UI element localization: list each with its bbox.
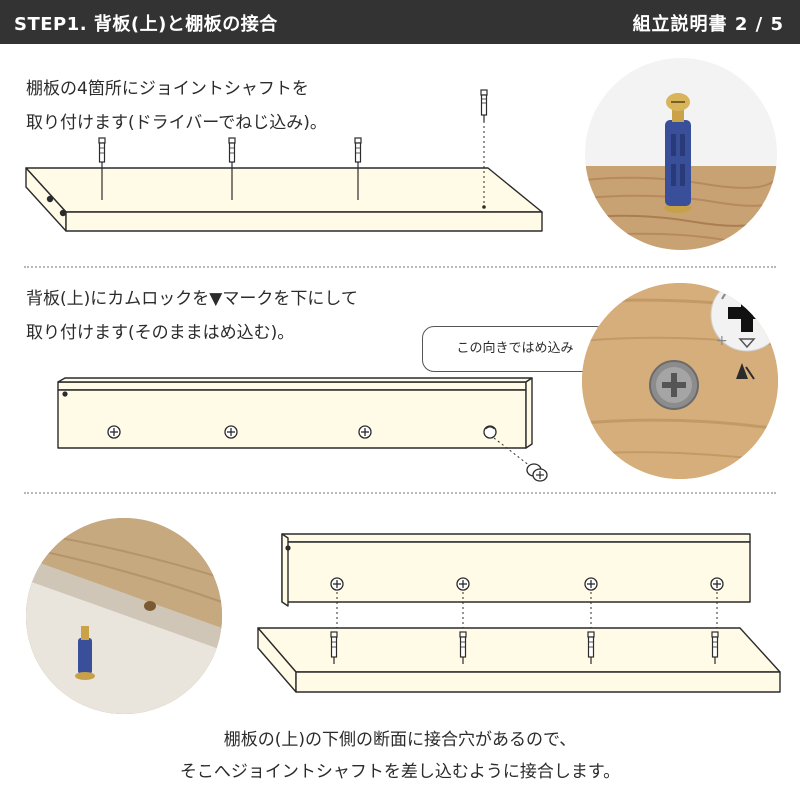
section2-line-2: 取り付けます(そのままはめ込む)。 xyxy=(26,323,295,343)
camlock-icon xyxy=(710,577,724,591)
section3-caption: 棚板の(上)の下側の断面に接合穴があるので、 そこへジョイントシャフトを差し込む… xyxy=(0,724,800,788)
section1-instructions: 棚板の4箇所にジョイントシャフトを 取り付けます(ドライバーでねじ込み)。 xyxy=(26,72,327,140)
section-divider xyxy=(24,492,776,494)
camlock-photo: + − xyxy=(582,283,778,479)
joint-shaft-icon xyxy=(98,137,106,200)
header-bar: STEP1. 背板(上)と棚板の接合 組立説明書 2 / 5 xyxy=(0,0,800,44)
joint-shaft-icon xyxy=(587,631,595,664)
section2-instructions: 背板(上)にカムロックを▼マークを下にして 取り付けます(そのままはめ込む)。 xyxy=(26,282,358,350)
camlock-icon xyxy=(584,577,598,591)
camlock-icon xyxy=(456,577,470,591)
camlock-icon xyxy=(358,425,372,439)
joint-shaft-icon xyxy=(480,89,488,122)
callout-bubble: この向きではめ込み xyxy=(422,326,608,372)
camlock-hole-icon xyxy=(483,425,497,439)
joint-shaft-icon xyxy=(330,631,338,664)
section2-line-1: 背板(上)にカムロックを▼マークを下にして xyxy=(26,289,358,309)
joint-shaft-icon xyxy=(459,631,467,664)
camlock-part-icon xyxy=(526,463,548,482)
camlock-icon xyxy=(224,425,238,439)
joint-hole-photo xyxy=(26,518,222,714)
section1-line-1: 棚板の4箇所にジョイントシャフトを xyxy=(26,79,309,99)
joint-shaft-icon xyxy=(354,137,362,200)
shelf-board-with-shafts-illustration xyxy=(25,89,543,232)
section-divider xyxy=(24,266,776,268)
camlock-icon xyxy=(330,577,344,591)
svg-text:+: + xyxy=(716,333,728,349)
joint-shaft-icon xyxy=(228,137,236,200)
page-indicator: 組立説明書 2 / 5 xyxy=(632,14,784,35)
svg-text:−: − xyxy=(768,333,778,349)
joint-shaft-icon xyxy=(711,631,719,664)
camlock-icon xyxy=(107,425,121,439)
section1-line-2: 取り付けます(ドライバーでねじ込み)。 xyxy=(26,113,327,133)
joint-shaft-photo xyxy=(585,58,777,250)
step-title: STEP1. 背板(上)と棚板の接合 xyxy=(14,14,278,35)
section3-line-2: そこへジョイントシャフトを差し込むように接合します。 xyxy=(179,762,621,782)
back-board-with-camlocks-illustration xyxy=(57,377,548,482)
joining-diagram-illustration xyxy=(257,533,781,693)
section3-line-1: 棚板の(上)の下側の断面に接合穴があるので、 xyxy=(223,730,577,750)
